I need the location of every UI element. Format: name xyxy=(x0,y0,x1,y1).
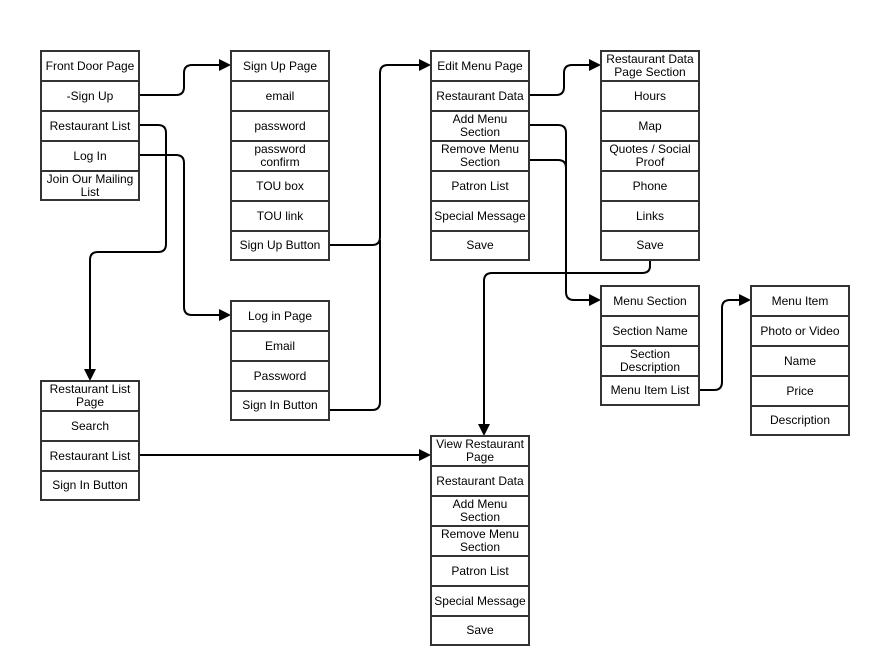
node-field[interactable]: password xyxy=(230,110,330,142)
node-field[interactable]: email xyxy=(230,80,330,112)
node-title[interactable]: Restaurant List Page xyxy=(40,380,140,412)
node-field[interactable]: Search xyxy=(40,410,140,442)
node-field[interactable]: Restaurant List xyxy=(40,110,140,142)
node-field[interactable]: password confirm xyxy=(230,140,330,172)
node-field[interactable]: Price xyxy=(750,375,850,407)
node-field[interactable]: TOU link xyxy=(230,200,330,232)
menu-item-node: Menu Item Photo or Video Name Price Desc… xyxy=(750,285,850,436)
node-field[interactable]: Map xyxy=(600,110,700,142)
edge-login-link xyxy=(140,154,220,316)
node-title[interactable]: Log in Page xyxy=(230,300,330,332)
node-field[interactable]: TOU box xyxy=(230,170,330,202)
sign-up-page-node: Sign Up Page email password password con… xyxy=(230,50,330,261)
node-field[interactable]: Description xyxy=(750,405,850,436)
edge-add-menu-section-link xyxy=(530,124,590,301)
node-field[interactable]: Save xyxy=(430,230,530,261)
node-field[interactable]: Join Our Mailing List xyxy=(40,170,140,201)
node-field[interactable]: Special Message xyxy=(430,585,530,617)
restaurant-list-page-node: Restaurant List Page Search Restaurant L… xyxy=(40,380,140,501)
node-field[interactable]: Restaurant Data xyxy=(430,465,530,497)
node-field[interactable]: Add Menu Section xyxy=(430,495,530,527)
node-title[interactable]: Menu Item xyxy=(750,285,850,317)
node-field[interactable]: Remove Menu Section xyxy=(430,525,530,557)
edge-signin-button-link xyxy=(330,240,381,411)
node-field[interactable]: Sign Up Button xyxy=(230,230,330,261)
node-field[interactable]: Menu Item List xyxy=(600,375,700,406)
node-field[interactable]: Section Description xyxy=(600,345,700,377)
node-title[interactable]: Menu Section xyxy=(600,285,700,317)
node-title[interactable]: Front Door Page xyxy=(40,50,140,82)
node-field[interactable]: Email xyxy=(230,330,330,362)
node-field[interactable]: Restaurant List xyxy=(40,440,140,472)
edge-menu-item-list-link xyxy=(700,299,740,391)
node-field[interactable]: Add Menu Section xyxy=(430,110,530,142)
node-field[interactable]: -Sign Up xyxy=(40,80,140,112)
node-title[interactable]: View Restaurant Page xyxy=(430,435,530,467)
node-field[interactable]: Phone xyxy=(600,170,700,202)
node-field[interactable]: Save xyxy=(600,230,700,261)
node-field[interactable]: Special Message xyxy=(430,200,530,232)
view-restaurant-page-node: View Restaurant Page Restaurant Data Add… xyxy=(430,435,530,646)
node-field[interactable]: Section Name xyxy=(600,315,700,347)
node-title[interactable]: Edit Menu Page xyxy=(430,50,530,82)
node-field[interactable]: Hours xyxy=(600,80,700,112)
node-title[interactable]: Restaurant Data Page Section xyxy=(600,50,700,82)
edge-signup-link xyxy=(140,64,220,96)
node-field[interactable]: Restaurant Data xyxy=(430,80,530,112)
edge-signup-button-link xyxy=(330,64,420,246)
node-field[interactable]: Name xyxy=(750,345,850,377)
menu-section-node: Menu Section Section Name Section Descri… xyxy=(600,285,700,406)
edge-remove-menu-section-link xyxy=(530,159,567,200)
front-door-page-node: Front Door Page -Sign Up Restaurant List… xyxy=(40,50,140,201)
log-in-page-node: Log in Page Email Password Sign In Butto… xyxy=(230,300,330,421)
node-field[interactable]: Sign In Button xyxy=(40,470,140,501)
node-field[interactable]: Password xyxy=(230,360,330,392)
node-field[interactable]: Save xyxy=(430,615,530,646)
edge-restaurant-data-link xyxy=(530,64,590,96)
node-field[interactable]: Quotes / Social Proof xyxy=(600,140,700,172)
node-field[interactable]: Remove Menu Section xyxy=(430,140,530,172)
restaurant-data-section-node: Restaurant Data Page Section Hours Map Q… xyxy=(600,50,700,261)
node-field[interactable]: Links xyxy=(600,200,700,232)
node-title[interactable]: Sign Up Page xyxy=(230,50,330,82)
node-field[interactable]: Log In xyxy=(40,140,140,172)
node-field[interactable]: Patron List xyxy=(430,170,530,202)
node-field[interactable]: Patron List xyxy=(430,555,530,587)
node-field[interactable]: Sign In Button xyxy=(230,390,330,421)
node-field[interactable]: Photo or Video xyxy=(750,315,850,347)
edit-menu-page-node: Edit Menu Page Restaurant Data Add Menu … xyxy=(430,50,530,261)
